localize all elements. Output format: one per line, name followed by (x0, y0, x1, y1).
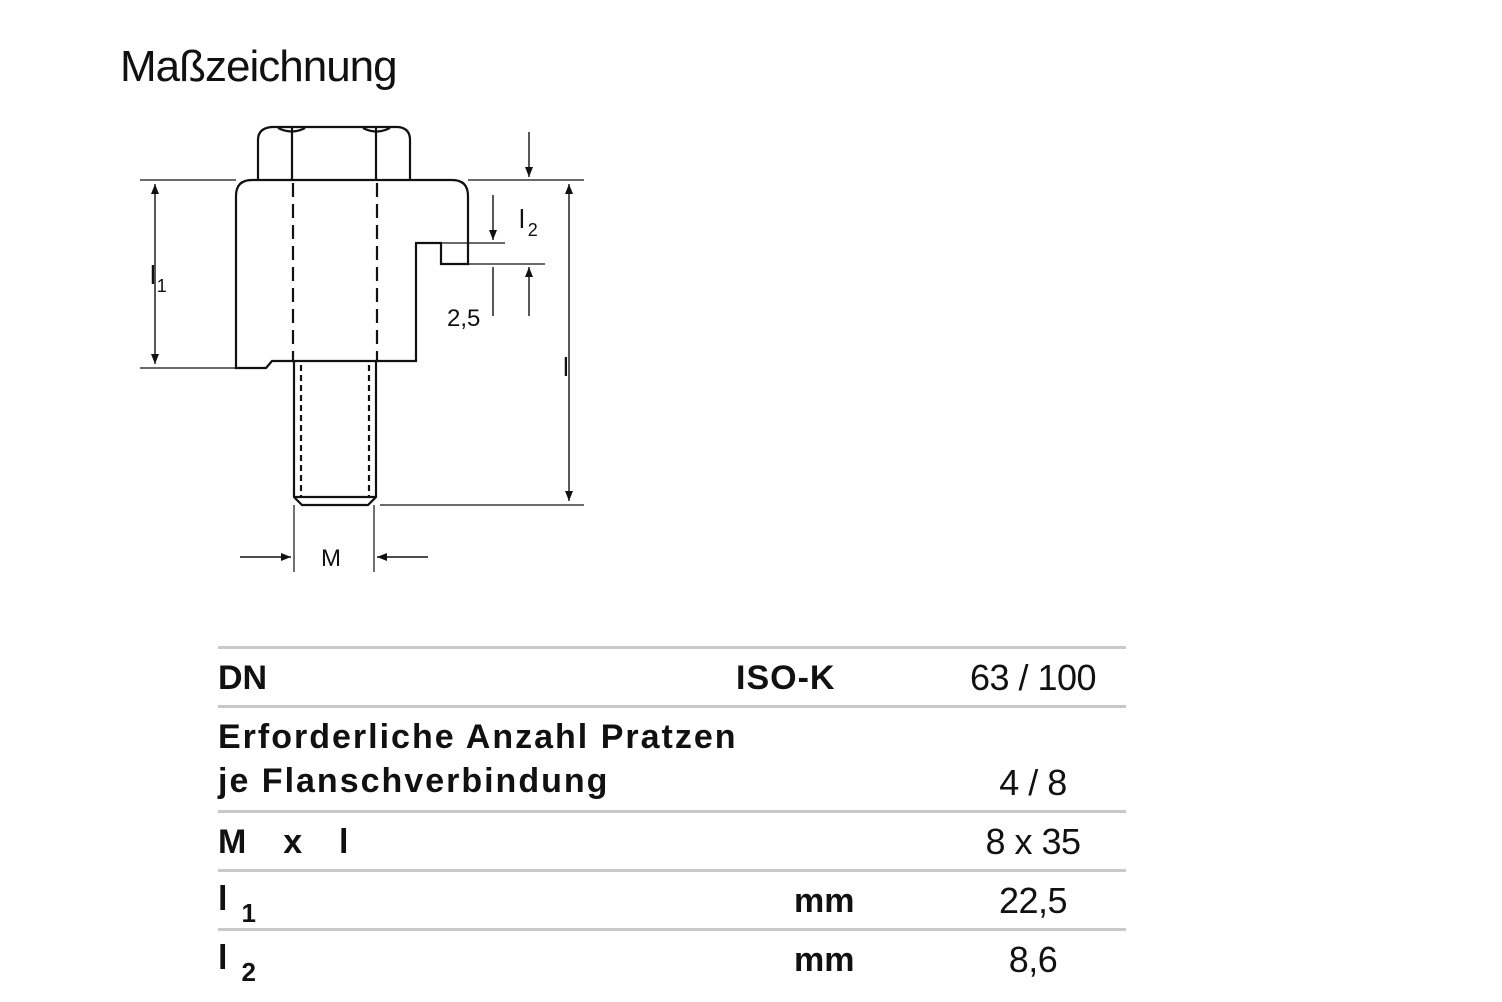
row-value: 4 / 8 (999, 762, 1067, 803)
threaded-stud (292, 361, 378, 507)
spec-table: DN ISO-K 63 / 100 Erforderliche Anzahl P… (218, 646, 1126, 987)
row-label-line2: je Flanschverbindung (218, 762, 610, 800)
label-l1: l1 (150, 260, 167, 296)
row-value: 63 / 100 (969, 657, 1097, 698)
label-m: M (321, 545, 341, 572)
row-label-line1: Erforderliche Anzahl Pratzen (218, 718, 738, 756)
row-label: DN (218, 659, 268, 697)
row-unit: mm (794, 882, 855, 920)
row-unit: ISO-K (736, 659, 836, 697)
row-value: 22,5 (998, 880, 1068, 921)
row-unit: mm (794, 941, 855, 979)
hex-head (256, 125, 412, 180)
table-row-dn: DN ISO-K 63 / 100 (218, 646, 1126, 705)
clamp-body (234, 178, 470, 370)
row-value: 8 x 35 (985, 821, 1081, 862)
table-row-mxl: M x l 8 x 35 (218, 810, 1126, 869)
row-value: 8,6 (1008, 939, 1058, 980)
row-label: M x l (218, 823, 355, 861)
table-row-pratzen: Erforderliche Anzahl Pratzen je Flanschv… (218, 705, 1126, 810)
label-l-total: l (563, 352, 569, 382)
label-2-5: 2,5 (447, 305, 480, 332)
page-title: Maßzeichnung (120, 42, 398, 91)
